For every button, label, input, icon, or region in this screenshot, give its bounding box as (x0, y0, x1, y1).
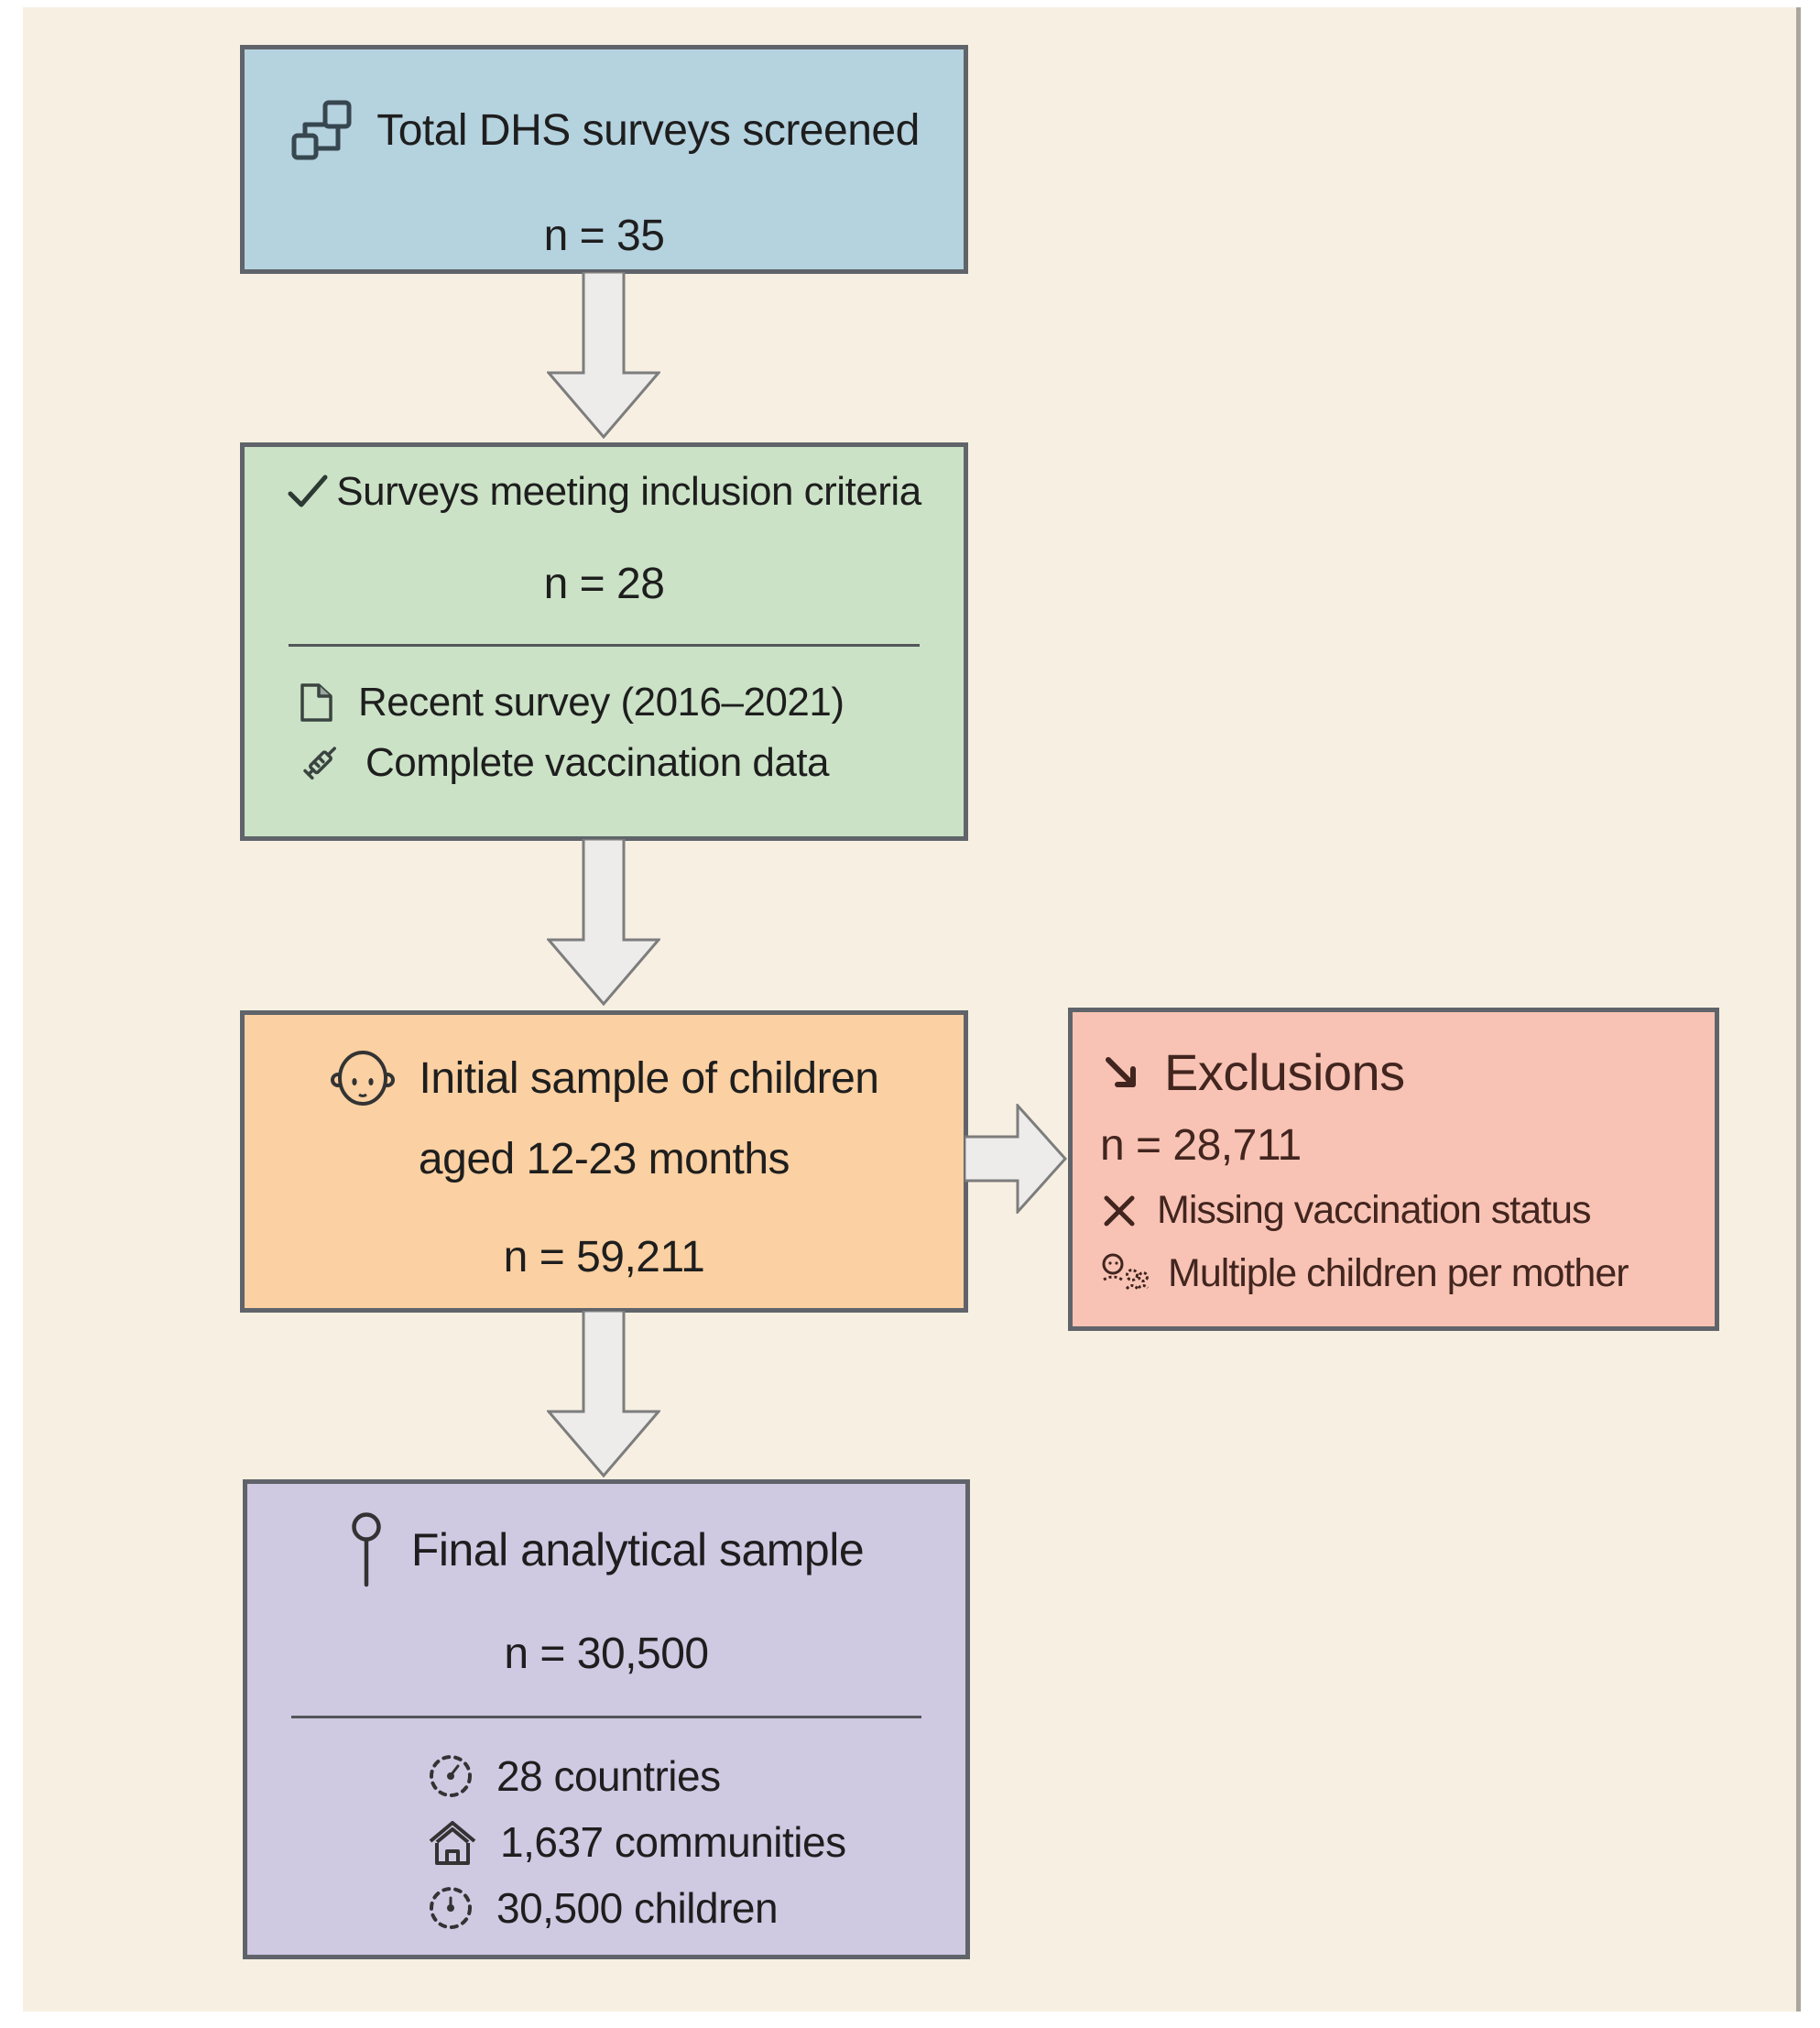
mother-children-icon (1102, 1253, 1150, 1291)
final-detail-label: 1,637 communities (500, 1818, 846, 1866)
inclusion-box: Surveys meeting inclusion criteria n = 2… (240, 442, 968, 841)
screened-title: Total DHS surveys screened (376, 105, 920, 155)
final-title-row: Final analytical sample (349, 1511, 865, 1588)
exclusions-detail-label: Multiple children per mother (1168, 1250, 1629, 1295)
screened-n-label: n = 35 (543, 212, 665, 260)
exclusions-detail-multiple-children: Multiple children per mother (1100, 1251, 1629, 1296)
house-icon (429, 1821, 476, 1865)
exclusions-n-label: n = 28,711 (1100, 1120, 1302, 1170)
flow-arrow-right (964, 1104, 1067, 1214)
dashed-clock-icon (430, 1755, 472, 1797)
exclusions-box: Exclusions n = 28,711 Missing vaccinatio… (1068, 1008, 1719, 1331)
final-details: 28 countries 1,637 communities 30,500 ch… (427, 1751, 846, 1933)
inclusion-detail-vaccination-data: Complete vaccination data (298, 740, 845, 786)
syringe-icon (303, 747, 336, 780)
screened-title-row: Total DHS surveys screened (289, 97, 920, 163)
inclusion-title-row: Surveys meeting inclusion criteria (287, 469, 921, 515)
flow-arrow-down-1 (547, 272, 660, 439)
initial-title-line2: aged 12-23 months (418, 1135, 790, 1183)
final-detail-children: 30,500 children (427, 1883, 846, 1933)
flow-arrow-down-2 (547, 839, 660, 1006)
final-detail-label: 28 countries (496, 1752, 721, 1800)
initial-title-line1: Initial sample of children (419, 1053, 879, 1103)
exclusions-detail-missing-status: Missing vaccination status (1100, 1188, 1591, 1233)
inclusion-title: Surveys meeting inclusion criteria (336, 469, 921, 514)
final-detail-label: 30,500 children (496, 1884, 779, 1932)
final-detail-communities: 1,637 communities (427, 1817, 846, 1867)
baby-icon (330, 1051, 395, 1106)
exclusions-title: Exclusions (1164, 1043, 1405, 1102)
initial-n-label: n = 59,211 (503, 1233, 705, 1281)
inclusion-divider (289, 644, 920, 647)
final-detail-countries: 28 countries (427, 1751, 846, 1801)
document-icon (300, 683, 332, 722)
final-sample-box: Final analytical sample n = 30,500 28 co… (243, 1479, 970, 1959)
inclusion-detail-label: Recent survey (2016–2021) (358, 680, 845, 725)
inclusion-detail-recent-survey: Recent survey (2016–2021) (298, 680, 845, 725)
check-icon (288, 474, 328, 507)
flowchart-icon (291, 100, 352, 160)
dashed-clock-icon (430, 1887, 472, 1929)
pin-icon (352, 1512, 381, 1587)
inclusion-detail-label: Complete vaccination data (365, 740, 830, 785)
exclusions-detail-label: Missing vaccination status (1157, 1188, 1591, 1233)
initial-title: Initial sample of children aged 12-23 mo… (330, 1042, 879, 1184)
final-title: Final analytical sample (410, 1524, 865, 1576)
exclusions-title-row: Exclusions (1100, 1042, 1405, 1102)
final-divider (291, 1716, 921, 1718)
screened-box: Total DHS surveys screened n = 35 (240, 45, 968, 274)
arrow-down-right-icon (1106, 1056, 1136, 1087)
final-n-label: n = 30,500 (504, 1630, 709, 1678)
inclusion-details: Recent survey (2016–2021) Complete vacci… (298, 680, 845, 786)
initial-sample-box: Initial sample of children aged 12-23 mo… (240, 1010, 968, 1313)
figure-background: Total DHS surveys screened n = 35 Survey… (23, 7, 1801, 2012)
flow-arrow-down-3 (547, 1311, 660, 1477)
x-icon (1104, 1195, 1135, 1227)
inclusion-n-label: n = 28 (543, 560, 665, 608)
